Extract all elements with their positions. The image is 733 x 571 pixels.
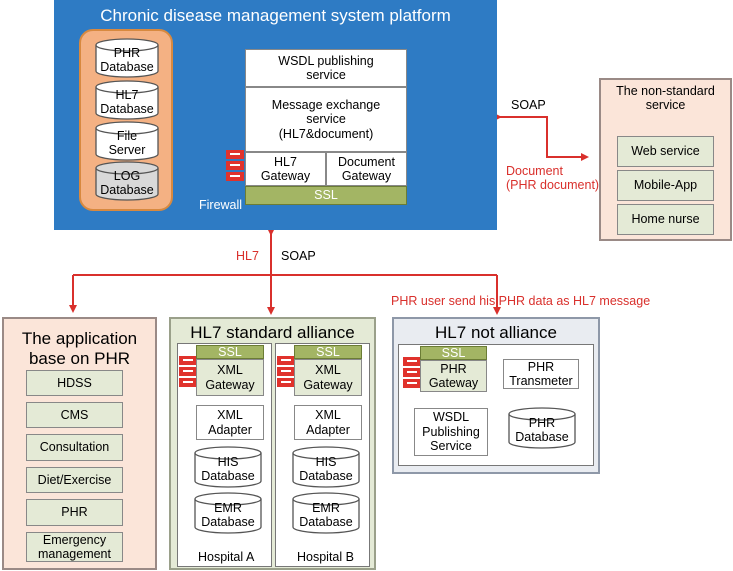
hdss-item: HDSS bbox=[26, 370, 123, 396]
hospital-a-emr-database: EMR Database bbox=[194, 492, 262, 534]
hospital-a-his-label: HIS Database bbox=[201, 455, 255, 483]
web-service-item: Web service bbox=[617, 136, 714, 167]
phr-user-label: PHR user send his PHR data as HL7 messag… bbox=[391, 294, 651, 308]
soap-document-connector bbox=[494, 113, 589, 161]
cylinder-database-icon bbox=[508, 407, 576, 449]
cylinder-database-icon bbox=[95, 121, 159, 161]
not-alliance-phr-database-label: PHR Database bbox=[515, 416, 569, 444]
message-exchange-service: Message exchange service (HL7&document) bbox=[245, 87, 407, 152]
hospital-b-label: Hospital B bbox=[297, 550, 354, 564]
not-alliance-ssl: SSL bbox=[420, 346, 487, 360]
cylinder-database-icon bbox=[95, 161, 159, 201]
hospital-b-emr-database: EMR Database bbox=[292, 492, 360, 534]
platform-ssl: SSL bbox=[245, 186, 407, 205]
application-title: The application base on PHR bbox=[21, 329, 138, 368]
cylinder-database-icon bbox=[292, 492, 360, 534]
phr-database-label: PHR Database bbox=[100, 46, 154, 74]
firewall-icon bbox=[226, 150, 244, 190]
wsdl-publishing-service: WSDL publishing service bbox=[245, 49, 407, 87]
hospital-a-ssl: SSL bbox=[196, 345, 264, 359]
firewall-icon bbox=[179, 356, 197, 396]
nonstandard-service-title: The non-standard service bbox=[616, 84, 715, 113]
emergency-management-item: Emergency management bbox=[26, 532, 123, 562]
log-database: LOG Database bbox=[95, 161, 159, 201]
cylinder-database-icon bbox=[292, 446, 360, 488]
document-label: Document (PHR document) bbox=[506, 164, 600, 193]
soap-right-label: SOAP bbox=[511, 98, 546, 112]
alliance-title: HL7 standard alliance bbox=[190, 323, 355, 342]
platform-title: Chronic disease management system platfo… bbox=[100, 6, 451, 25]
hospital-b-his-database: HIS Database bbox=[292, 446, 360, 488]
phr-item: PHR bbox=[26, 499, 123, 526]
hospital-b-ssl: SSL bbox=[294, 345, 362, 359]
cms-item: CMS bbox=[26, 402, 123, 428]
diet-exercise-item: Diet/Exercise bbox=[26, 467, 123, 493]
cylinder-database-icon bbox=[194, 446, 262, 488]
consultation-item: Consultation bbox=[26, 434, 123, 461]
hl7-label: HL7 bbox=[236, 249, 259, 263]
not-alliance-phr-database: PHR Database bbox=[508, 407, 576, 449]
hospital-a-label: Hospital A bbox=[198, 550, 255, 564]
hospital-a-xml-gateway: XML Gateway bbox=[196, 359, 264, 396]
hl7-database-label: HL7 Database bbox=[100, 88, 154, 116]
hospital-b-emr-label: EMR Database bbox=[299, 501, 353, 529]
phr-database: PHR Database bbox=[95, 38, 159, 78]
hl7-database: HL7 Database bbox=[95, 80, 159, 120]
hospital-b-xml-gateway: XML Gateway bbox=[294, 359, 362, 396]
firewall-icon bbox=[277, 356, 295, 396]
hospital-b-his-label: HIS Database bbox=[299, 455, 353, 483]
hospital-a-emr-label: EMR Database bbox=[201, 501, 255, 529]
cylinder-database-icon bbox=[95, 80, 159, 120]
firewall-label: Firewall bbox=[199, 198, 243, 212]
hl7-gateway: HL7 Gateway bbox=[245, 152, 326, 186]
log-database-label: LOG Database bbox=[100, 169, 154, 197]
phr-gateway: PHR Gateway bbox=[420, 360, 487, 392]
hospital-a-his-database: HIS Database bbox=[194, 446, 262, 488]
hospital-b-xml-adapter: XML Adapter bbox=[294, 405, 362, 440]
file-server-label: File Server bbox=[108, 129, 146, 157]
document-gateway: Document Gateway bbox=[326, 152, 407, 186]
file-server: File Server bbox=[95, 121, 159, 161]
not-alliance-title: HL7 not alliance bbox=[435, 323, 557, 342]
firewall-icon bbox=[403, 357, 421, 397]
hospital-a-xml-adapter: XML Adapter bbox=[196, 405, 264, 440]
home-nurse-item: Home nurse bbox=[617, 204, 714, 235]
phr-transmeter: PHR Transmeter bbox=[503, 359, 579, 389]
soap-down-label: SOAP bbox=[281, 249, 316, 263]
wsdl-publishing-service-box: WSDL Publishing Service bbox=[414, 408, 488, 456]
cylinder-database-icon bbox=[194, 492, 262, 534]
cylinder-database-icon bbox=[95, 38, 159, 78]
mobile-app-item: Mobile-App bbox=[617, 170, 714, 201]
